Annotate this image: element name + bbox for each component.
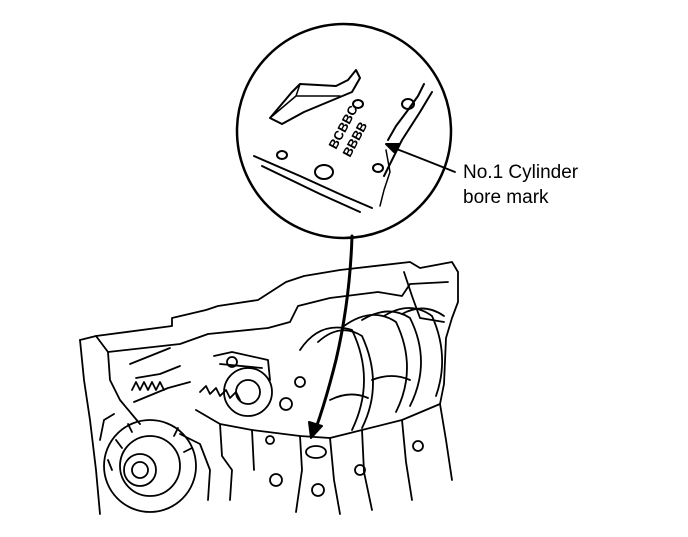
bore-hole — [314, 164, 334, 180]
callout-line-2: bore mark — [463, 187, 549, 208]
callout-line-1: No.1 Cylinder — [463, 162, 579, 183]
no1-bore-location — [305, 445, 327, 459]
deck-edge — [253, 155, 373, 209]
bolt-hole — [276, 150, 288, 160]
bolt-hole — [352, 99, 364, 109]
engine-block — [79, 261, 459, 515]
sprocket — [223, 367, 273, 417]
gear-teeth — [131, 381, 165, 391]
crankshaft — [299, 307, 445, 431]
detail-arrow — [308, 234, 354, 439]
bore-mark-callout: No.1 Cylinder bore mark — [463, 160, 578, 210]
cast-boss — [269, 69, 361, 125]
bolt-hole — [372, 163, 384, 173]
magnified-detail-view: BCBBC BBBB — [235, 22, 453, 240]
callout-leader — [385, 143, 456, 173]
bolt-hole — [401, 98, 415, 110]
timing-pulley — [103, 419, 197, 513]
magnifier-circle — [235, 22, 453, 240]
